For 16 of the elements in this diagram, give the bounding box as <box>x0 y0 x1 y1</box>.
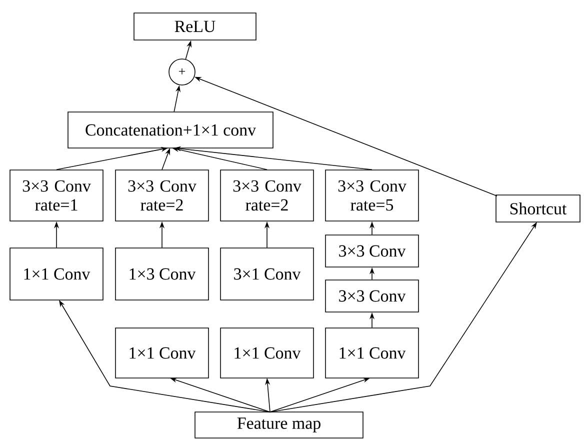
process-box: 3×1 Conv <box>220 248 314 300</box>
process-box: 3×3 Conv <box>325 280 419 312</box>
process-box: ReLU <box>134 12 256 40</box>
process-box: 3×3 Conv rate=1 <box>10 170 104 222</box>
process-box: Feature map <box>194 412 364 438</box>
process-box: 1×1 Conv <box>115 328 209 378</box>
process-box: 1×1 Conv <box>325 328 419 378</box>
process-box: 1×3 Conv <box>115 248 209 300</box>
process-box: 3×3 Conv rate=2 <box>220 170 314 222</box>
process-box: 3×3 Conv <box>325 234 419 268</box>
process-box: Concatenation+1×1 conv <box>68 112 274 148</box>
process-box: 3×3 Conv rate=5 <box>325 170 419 222</box>
process-box: 1×1 Conv <box>220 328 314 378</box>
process-box: Shortcut <box>496 194 580 222</box>
process-box: 1×1 Conv <box>10 248 104 300</box>
process-box: 3×3 Conv rate=2 <box>115 170 209 222</box>
